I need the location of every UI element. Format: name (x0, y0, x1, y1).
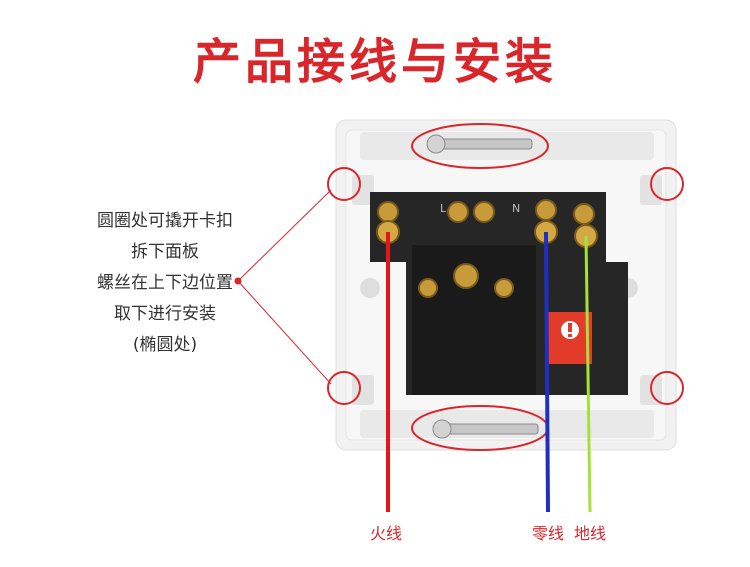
earth-wire-label: 地线 (574, 524, 607, 543)
note-line-5: (椭圆处) (132, 335, 198, 355)
note-line-3: 螺丝在上下边位置 (97, 273, 233, 293)
mounting-screw-top (426, 134, 533, 154)
screw-ellipse-top (411, 123, 549, 169)
earth-wire (584, 235, 592, 513)
note-line-2: 拆下面板 (131, 242, 199, 262)
clip-circle-bottom-left (327, 371, 361, 405)
note-line-4: 取下进行安装 (114, 304, 216, 324)
terminal-mark-n: N (512, 202, 520, 215)
terminal-screws (376, 199, 598, 298)
live-wire-label: 火线 (370, 524, 403, 543)
neutral-wire-label: 零线 (532, 524, 565, 543)
clip-circle-top-right (650, 167, 684, 201)
mounting-screw-bottom (432, 419, 539, 439)
terminal-mark-l: L (440, 202, 447, 215)
neutral-wire (544, 231, 550, 513)
page-title: 产品接线与安装 (192, 34, 557, 90)
installation-notes: 圆圈处可撬开卡扣 拆下面板 螺丝在上下边位置 取下进行安装 (椭圆处) (60, 206, 270, 361)
note-line-1: 圆圈处可撬开卡扣 (97, 211, 233, 231)
clip-circle-bottom-right (650, 371, 684, 405)
clip-circle-top-left (327, 167, 361, 201)
